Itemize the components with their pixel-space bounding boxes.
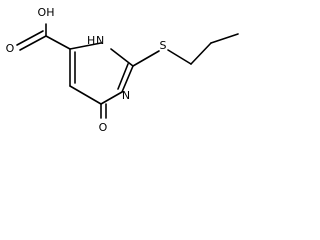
bond-c6-n1 (100, 91, 123, 105)
bond-c4-carboxyl-c (45, 35, 71, 50)
n-top-label: N (96, 34, 104, 47)
bond-carboxyl-c-o-double-b (16, 30, 44, 46)
bond-n1-c2-double (117, 63, 129, 90)
n-bottom-label: N (122, 89, 130, 102)
bond-c5-c6 (69, 85, 102, 105)
bond-c2-n3 (110, 48, 134, 67)
oxo-o-label: O (99, 121, 108, 134)
bond-n3-c4 (69, 42, 102, 50)
s-label: S (160, 39, 167, 52)
nh-h-label: H (87, 34, 95, 47)
molecule-svg: OH O H N N S O (6, 6, 239, 134)
bond-carboxyl-c-o-double-a (19, 35, 47, 51)
bond-c2-c3-chain (210, 33, 239, 44)
bond-c1-c2-chain (190, 42, 212, 65)
bond-c2-s (132, 50, 160, 67)
carbonyl-o-label: O (6, 42, 15, 55)
oh-label: OH (38, 6, 55, 19)
chemical-structure-diagram: OH O H N N S O (0, 0, 250, 137)
bond-n1-c2 (121, 65, 134, 93)
bond-s-c1 (167, 49, 192, 65)
